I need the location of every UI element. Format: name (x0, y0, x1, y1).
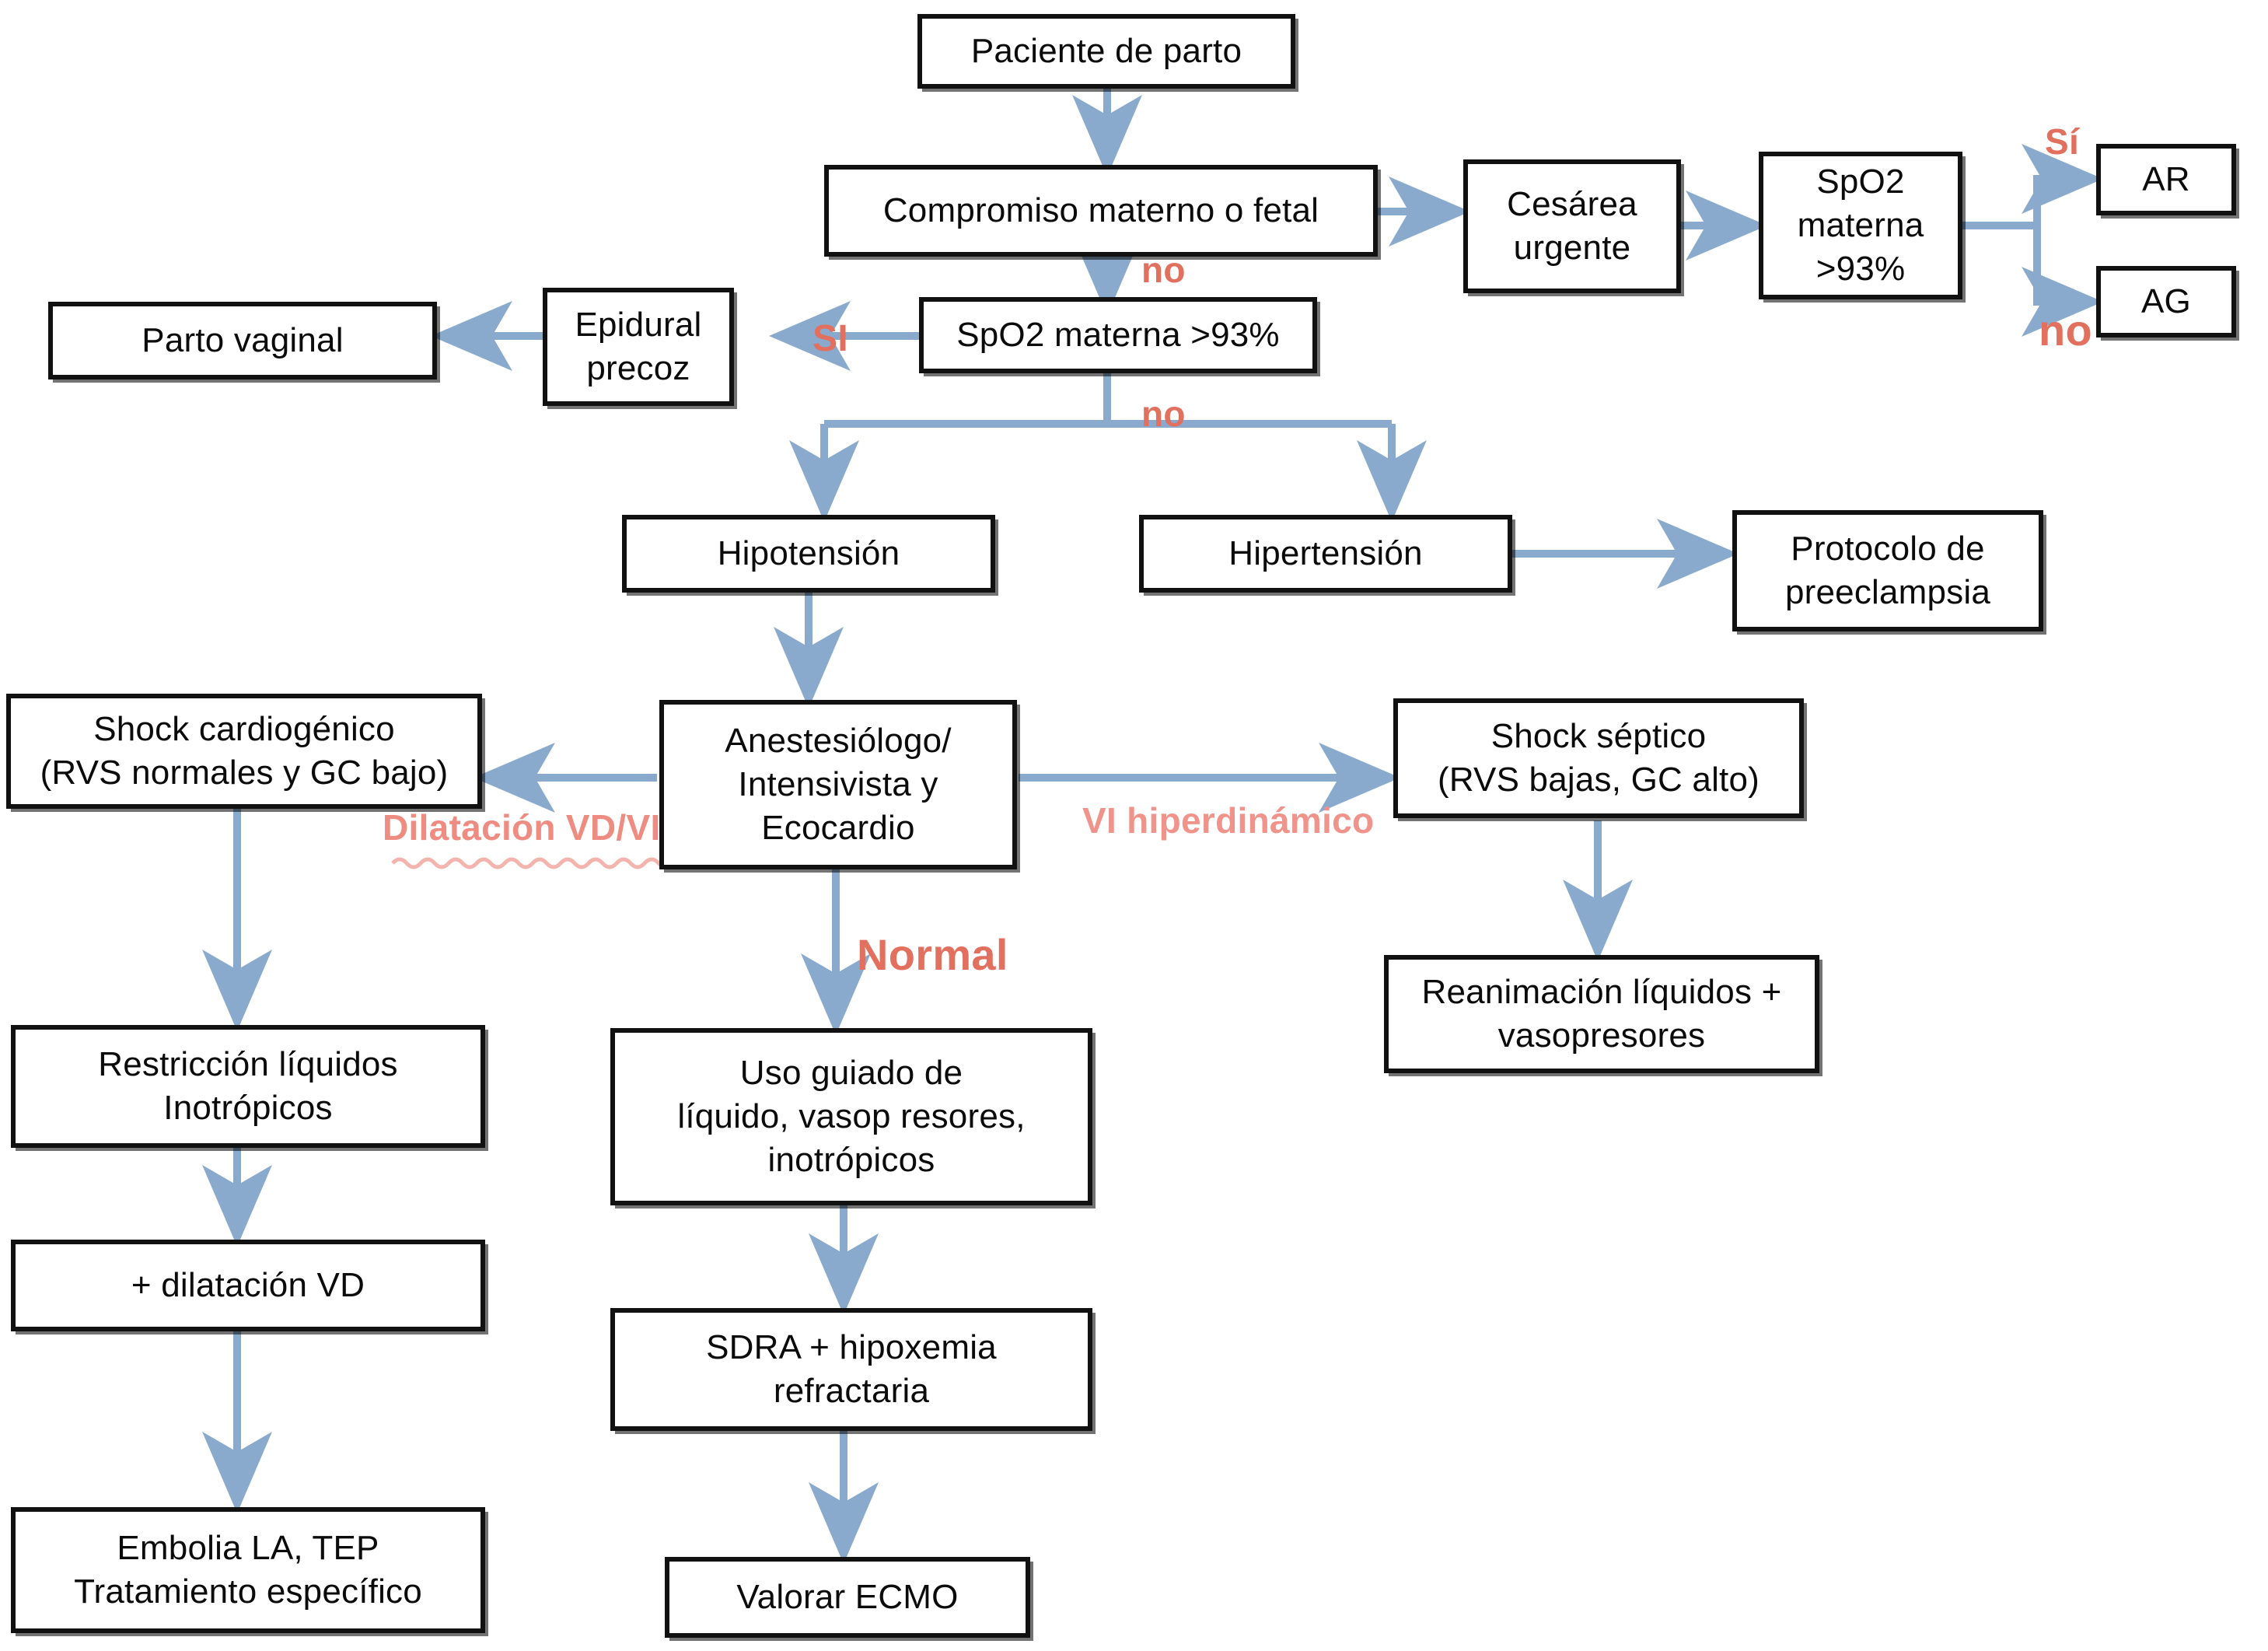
node-label: SpO2 materna >93% (1797, 162, 1924, 289)
edge-spo2right-to-ag (1960, 222, 2104, 337)
node-valorar-ecmo[interactable]: Valorar ECMO (665, 1557, 1030, 1638)
node-dilatacion-vd[interactable]: + dilatación VD (11, 1240, 485, 1331)
edge-label-si-spo2-cesarea: Sí (2045, 121, 2080, 162)
node-uso-guiado-liquido-vasopresores-inotropicos[interactable]: Uso guiado de líquido, vasop resores, in… (610, 1028, 1092, 1205)
node-label: + dilatación VD (131, 1265, 365, 1304)
edge-spo2right-to-ar (1960, 144, 2104, 229)
spellcheck-squiggle-dilatacion (391, 857, 674, 869)
node-label: Reanimación líquidos + vasopresores (1421, 972, 1782, 1055)
node-shock-cardiogenico[interactable]: Shock cardiogénico (RVS normales y GC ba… (6, 694, 482, 809)
node-label: Parto vaginal (142, 320, 344, 359)
edge-label-no-compromiso: no (1141, 250, 1186, 290)
node-label: Protocolo de preeclampsia (1784, 529, 1991, 611)
node-label: AG (2141, 282, 2191, 320)
node-label: Cesárea urgente (1507, 184, 1637, 267)
node-embolia-la-tep[interactable]: Embolia LA, TEP Tratamiento específico (11, 1507, 485, 1633)
node-label: Restricción líquidos Inotrópicos (98, 1044, 398, 1127)
node-parto-vaginal[interactable]: Parto vaginal (48, 302, 437, 380)
node-label: SDRA + hipoxemia refractaria (706, 1327, 997, 1410)
node-paciente-de-parto[interactable]: Paciente de parto (917, 14, 1295, 89)
node-anestesiologo-intensivista-ecocardio[interactable]: Anestesiólogo/ Intensivista y Ecocardio (659, 700, 1017, 869)
node-label: Valorar ECMO (736, 1577, 959, 1616)
node-hipotension[interactable]: Hipotensión (622, 515, 995, 593)
edge-label-no-spo2-cesarea: no (2039, 306, 2093, 355)
node-compromiso-materno-o-fetal[interactable]: Compromiso materno o fetal (824, 165, 1378, 257)
edge-label-dilatacion-vd-vi: Dilatación VD/VI (383, 807, 661, 848)
node-label: AR (2142, 159, 2190, 198)
edge-label-no-spo2-materna: no (1141, 394, 1186, 434)
node-label: Embolia LA, TEP Tratamiento específico (74, 1528, 422, 1611)
node-reanimacion-liquidos-vasopresores[interactable]: Reanimación líquidos + vasopresores (1384, 955, 1819, 1073)
node-spo2-materna-93-cesarea[interactable]: SpO2 materna >93% (1759, 152, 1962, 299)
node-hipertension[interactable]: Hipertensión (1139, 515, 1512, 593)
node-label: Anestesiólogo/ Intensivista y Ecocardio (725, 721, 952, 848)
node-protocolo-preeclampsia[interactable]: Protocolo de preeclampsia (1732, 510, 2043, 631)
node-epidural-precoz[interactable]: Epidural precoz (543, 288, 734, 406)
edge-label-normal: Normal (857, 930, 1008, 979)
node-label: Shock cardiogénico (RVS normales y GC ba… (40, 709, 449, 792)
node-cesarea-urgente[interactable]: Cesárea urgente (1463, 159, 1681, 293)
node-label: Hipertensión (1228, 533, 1423, 572)
node-label: SpO2 materna >93% (956, 315, 1280, 354)
node-sdra-hipoxemia-refractaria[interactable]: SDRA + hipoxemia refractaria (610, 1308, 1092, 1431)
node-label: Paciente de parto (970, 31, 1242, 70)
node-label: Shock séptico (RVS bajas, GC alto) (1437, 716, 1760, 799)
node-label: Compromiso materno o fetal (882, 191, 1319, 229)
node-ag[interactable]: AG (2096, 266, 2236, 338)
node-label: Epidural precoz (575, 305, 702, 387)
node-label: Uso guiado de líquido, vasop resores, in… (677, 1053, 1026, 1180)
node-shock-septico[interactable]: Shock séptico (RVS bajas, GC alto) (1393, 698, 1804, 818)
node-ar[interactable]: AR (2096, 144, 2236, 215)
node-label: Hipotensión (717, 533, 900, 572)
node-spo2-materna-93[interactable]: SpO2 materna >93% (919, 297, 1317, 373)
edge-label-si-spo2-materna: SI (812, 318, 848, 359)
node-restriccion-liquidos-inotropicos[interactable]: Restricción líquidos Inotrópicos (11, 1025, 485, 1148)
edge-label-vi-hiperdinamico: VI hiperdinámico (1082, 800, 1375, 841)
